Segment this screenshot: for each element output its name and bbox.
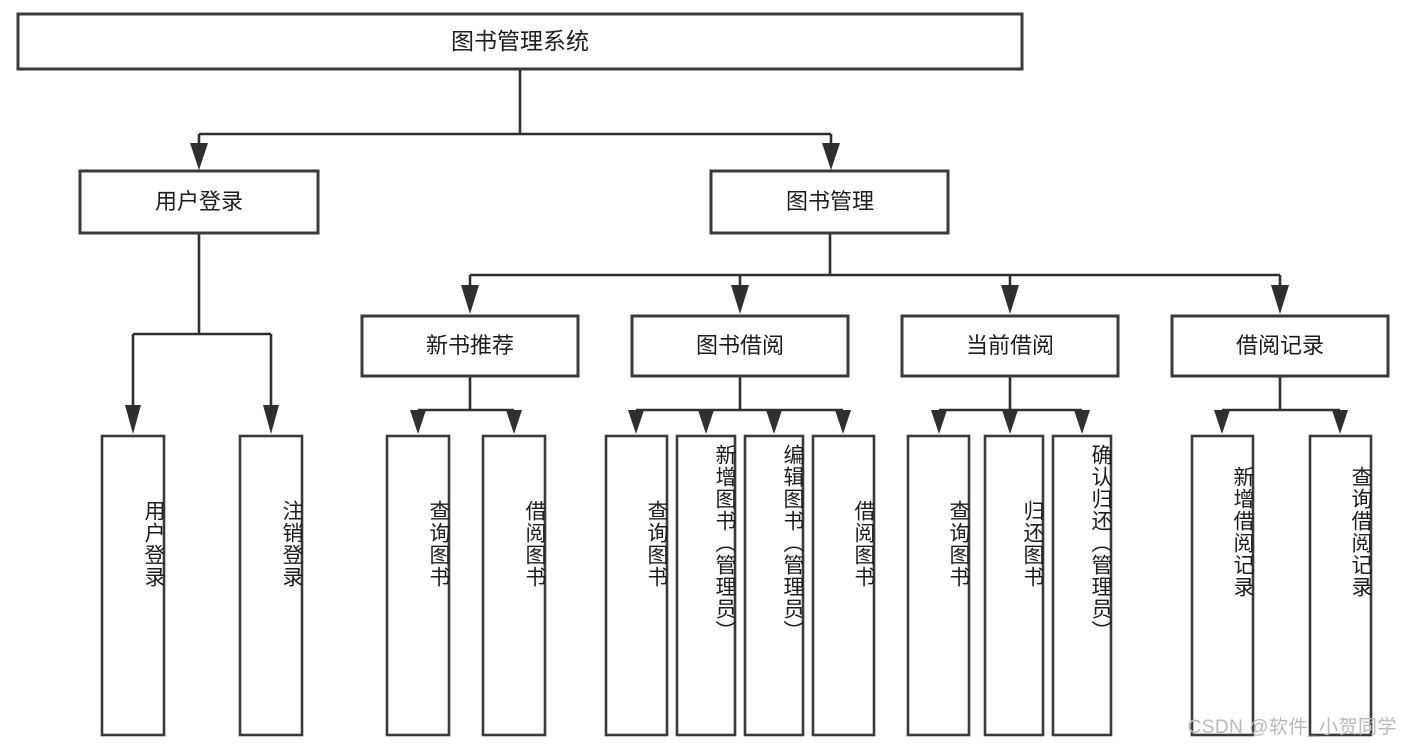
arrowhead-new-book-rec bbox=[461, 285, 479, 314]
leaf-label-query-record: 查询借阅记录 bbox=[1349, 466, 1372, 598]
leaf-label-logout: 注销登录 bbox=[280, 500, 303, 588]
leaf-label-borrow-book-rec: 借阅图书 bbox=[523, 500, 546, 588]
node-current-borrow[interactable]: 当前借阅 bbox=[900, 314, 1120, 378]
connectors-layer bbox=[125, 69, 1348, 434]
node-borrow-record-label: 借阅记录 bbox=[1236, 333, 1324, 358]
arrowhead-leaf-query-record bbox=[1332, 410, 1348, 434]
node-user-login[interactable]: 用户登录 bbox=[78, 169, 320, 235]
leaf-box-query-book-cur[interactable] bbox=[906, 434, 971, 737]
node-user-login-label: 用户登录 bbox=[155, 189, 243, 214]
leaf-label-query-book-borrow: 查询图书 bbox=[645, 500, 668, 588]
node-current-borrow-label: 当前借阅 bbox=[966, 333, 1054, 358]
node-book-manage-box[interactable] bbox=[709, 169, 950, 235]
node-current-borrow-box[interactable] bbox=[900, 314, 1120, 378]
node-new-book-rec[interactable]: 新书推荐 bbox=[360, 314, 580, 378]
node-book-manage-label: 图书管理 bbox=[786, 189, 874, 214]
leaf-boxes-layer bbox=[100, 434, 1373, 737]
leaf-label-add-book: 新增图书（管理员） bbox=[713, 444, 736, 642]
arrowhead-borrow-record bbox=[1271, 285, 1289, 314]
arrowhead-book-borrow bbox=[731, 285, 749, 314]
node-new-book-rec-label: 新书推荐 bbox=[426, 333, 514, 358]
leaf-box-add-record[interactable] bbox=[1190, 434, 1255, 737]
node-root-box[interactable] bbox=[16, 12, 1024, 71]
leaf-box-query-record[interactable] bbox=[1308, 434, 1373, 737]
node-book-borrow-box[interactable] bbox=[630, 314, 850, 378]
arrowhead-leaf-logout bbox=[263, 405, 279, 434]
arrowhead-leaf-confirm-return bbox=[1074, 410, 1090, 434]
arrowhead-leaf-add-record bbox=[1214, 410, 1230, 434]
leaf-box-return-book[interactable] bbox=[983, 434, 1045, 737]
leaf-label-edit-book: 编辑图书（管理员） bbox=[781, 444, 804, 642]
arrowhead-leaf-query-book-rec bbox=[410, 410, 426, 434]
leaf-box-query-book-borrow[interactable] bbox=[604, 434, 669, 737]
watermark-text: CSDN @软件_小贺同学 bbox=[1187, 717, 1397, 738]
arrowhead-leaf-query-book-borrow bbox=[628, 410, 644, 434]
leaf-label-query-book-cur: 查询图书 bbox=[947, 500, 970, 588]
leaf-box-user-login[interactable] bbox=[100, 434, 166, 737]
node-book-manage[interactable]: 图书管理 bbox=[709, 169, 950, 235]
leaf-label-borrow-book: 借阅图书 bbox=[852, 500, 875, 588]
arrowhead-book-manage bbox=[822, 143, 840, 170]
leaf-label-user-login: 用户登录 bbox=[142, 500, 165, 588]
node-new-book-rec-box[interactable] bbox=[360, 314, 580, 378]
leaf-box-add-book[interactable] bbox=[675, 434, 737, 737]
leaf-label-return-book: 归还图书 bbox=[1021, 500, 1044, 588]
leaf-box-logout[interactable] bbox=[238, 434, 304, 737]
node-root[interactable]: 图书管理系统 bbox=[16, 12, 1024, 71]
leaf-box-borrow-book[interactable] bbox=[811, 434, 876, 737]
node-book-borrow-label: 图书借阅 bbox=[696, 333, 784, 358]
arrowhead-leaf-query-book-cur bbox=[931, 410, 947, 434]
arrowhead-leaf-return-book bbox=[1002, 410, 1018, 434]
node-borrow-record[interactable]: 借阅记录 bbox=[1170, 314, 1390, 378]
node-book-borrow[interactable]: 图书借阅 bbox=[630, 314, 850, 378]
leaf-box-edit-book[interactable] bbox=[743, 434, 805, 737]
arrowhead-leaf-borrow-book-rec bbox=[506, 410, 522, 434]
arrowhead-leaf-add-book bbox=[698, 410, 714, 434]
arrowhead-leaf-user-login bbox=[125, 405, 141, 434]
arrowhead-user-login bbox=[190, 143, 208, 170]
arrowhead-current-borrow bbox=[1001, 285, 1019, 314]
leaf-label-query-book-rec: 查询图书 bbox=[427, 500, 450, 588]
node-borrow-record-box[interactable] bbox=[1170, 314, 1390, 378]
node-root-label: 图书管理系统 bbox=[451, 28, 589, 54]
leaf-box-query-book-rec[interactable] bbox=[385, 434, 451, 737]
node-user-login-box[interactable] bbox=[78, 169, 320, 235]
leaf-label-add-record: 新增借阅记录 bbox=[1231, 466, 1254, 598]
arrowhead-leaf-edit-book bbox=[766, 410, 782, 434]
leaf-box-confirm-return[interactable] bbox=[1051, 434, 1113, 737]
leaf-label-confirm-return: 确认归还（管理员） bbox=[1089, 444, 1112, 642]
arrowhead-leaf-borrow-book bbox=[835, 410, 851, 434]
leaf-box-borrow-book-rec[interactable] bbox=[481, 434, 547, 737]
